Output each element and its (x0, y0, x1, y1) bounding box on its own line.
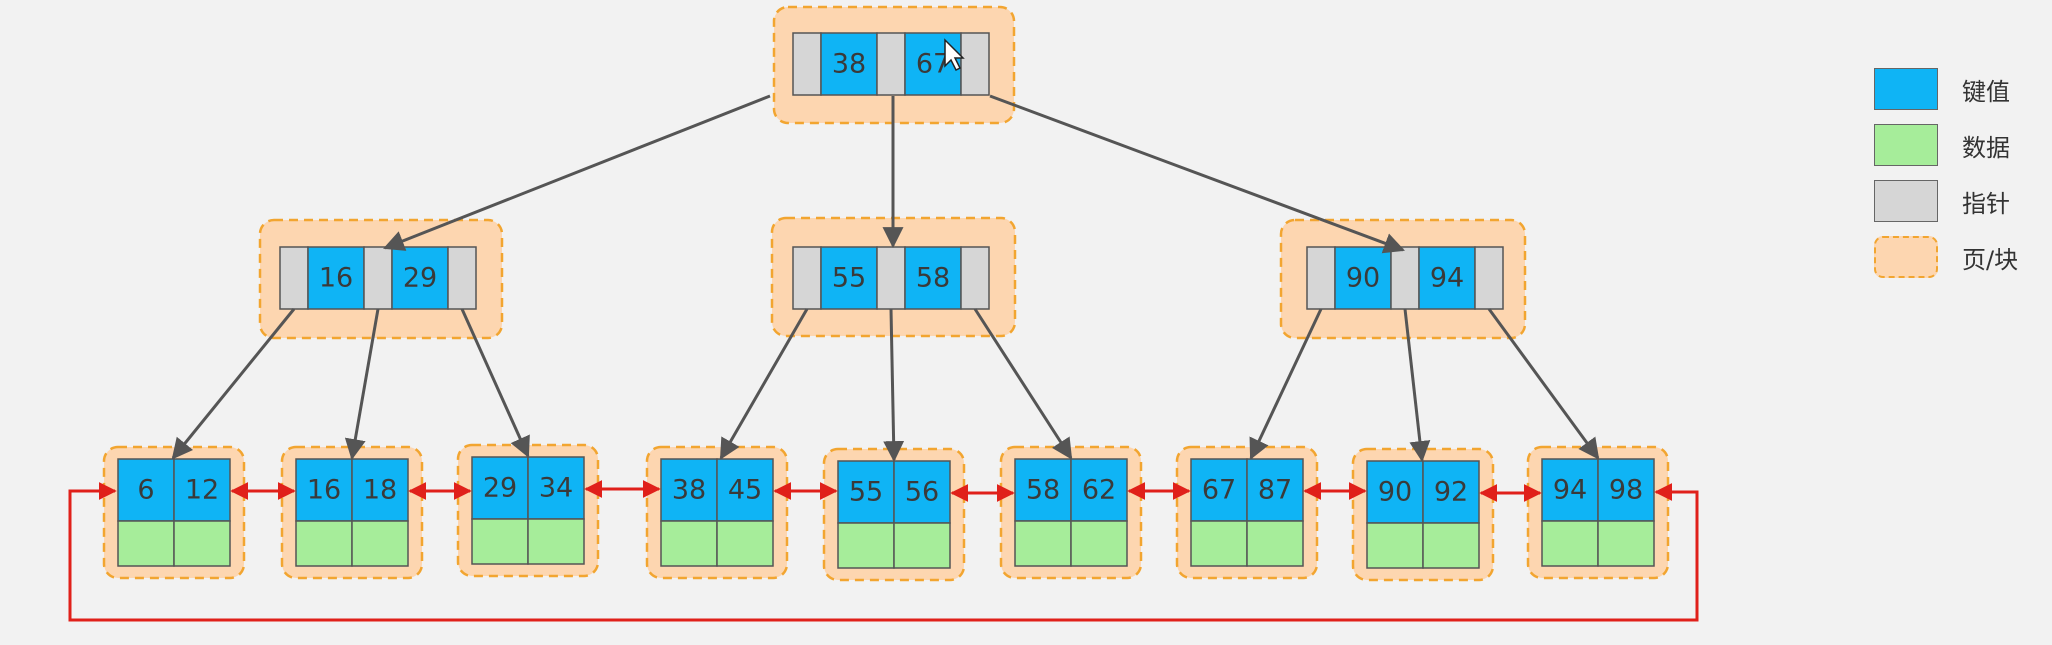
legend-item-key: 键值 (1874, 68, 2018, 110)
leaf-node-3-key-1-label: 29 (483, 473, 517, 504)
internal-node-3-pointer-1 (1306, 246, 1336, 310)
arrow-internal-2-to-leaf-5 (883, 308, 905, 463)
leaf-node-2-data-2 (351, 520, 409, 567)
leaf-node-8-key-1-label: 90 (1378, 477, 1412, 508)
leaf-node-1-data-2 (173, 520, 231, 567)
internal-node-1-pointer-1 (279, 246, 309, 310)
leaf-node-4-data-1 (660, 520, 718, 567)
leaf-node-5-data-1 (837, 522, 895, 569)
arrow-internal-2-to-leaf-4 (719, 308, 809, 460)
leaf-node-7-data-2 (1246, 520, 1304, 567)
legend-key-label: 键值 (1962, 77, 2010, 106)
leaf-node-9-key-2-label: 98 (1609, 475, 1643, 506)
root-node-pointer-1 (792, 32, 822, 96)
pointer-arrows (171, 94, 1600, 463)
leaf-node-7-key-2-label: 87 (1258, 475, 1292, 506)
internal-node-3-pointer-3 (1474, 246, 1504, 310)
internal-node-1-key-2 (391, 246, 449, 310)
internal-node-3-pointer-2 (1390, 246, 1420, 310)
arrow-internal-3-to-leaf-9 (1487, 308, 1600, 460)
internal-node-2-key-2 (904, 246, 962, 310)
internal-node-3-key-2 (1418, 246, 1476, 310)
legend-item-page: 页/块 (1874, 236, 2018, 278)
internal-node-1-pointer-3 (447, 246, 477, 310)
leaf-node-3-key-2-label: 34 (539, 473, 573, 504)
internal-node-3-key-1 (1334, 246, 1392, 310)
legend-page-label: 页/块 (1962, 245, 2019, 274)
leaf-node-6-data-1 (1014, 520, 1072, 567)
internal-node-1-key-1-label: 16 (319, 263, 353, 294)
internal-node-3-key-2-label: 94 (1430, 263, 1464, 294)
internal-node-2-pointer-3 (960, 246, 990, 310)
internal-node-2-key-1-label: 55 (832, 263, 866, 294)
legend: 键值 数据 指针 页/块 (1874, 68, 2018, 292)
legend-item-data: 数据 (1874, 124, 2018, 166)
internal-node-3-key-1-label: 90 (1346, 263, 1380, 294)
internal-node-2-key-1 (820, 246, 878, 310)
leaf-node-9-key-1-label: 94 (1553, 475, 1587, 506)
leaf-node-4-key-2-label: 45 (728, 475, 762, 506)
legend-key-swatch (1874, 68, 1938, 110)
internal-node-1-key-1 (307, 246, 365, 310)
leaf-node-2-key-1-label: 16 (307, 475, 341, 506)
legend-data-label: 数据 (1962, 133, 2010, 162)
leaf-node-8-key-2-label: 92 (1434, 477, 1468, 508)
arrow-internal-3-to-leaf-8 (1403, 308, 1431, 463)
arrow-internal-1-to-leaf-1 (171, 308, 296, 460)
internal-node-1-pointer-2 (363, 246, 393, 310)
leaf-node-7-data-1 (1190, 520, 1248, 567)
leaf-node-4-key-1-label: 38 (672, 475, 706, 506)
arrow-internal-2-to-leaf-6 (973, 308, 1073, 460)
legend-item-pointer: 指针 (1874, 180, 2018, 222)
leaf-node-5-data-2 (893, 522, 951, 569)
leaf-node-8-data-2 (1422, 522, 1480, 569)
leaf-node-2-data-1 (295, 520, 353, 567)
arrow-internal-3-to-leaf-7 (1249, 308, 1323, 460)
internal-node-2-pointer-2 (876, 246, 906, 310)
leaf-node-5-key-1-label: 55 (849, 477, 883, 508)
internal-node-2-pointer-1 (792, 246, 822, 310)
arrow-internal-1-to-leaf-3 (460, 308, 530, 458)
mouse-cursor-icon (944, 38, 965, 72)
root-node-pointer-2 (876, 32, 906, 96)
root-node-key-1-label: 38 (832, 49, 866, 80)
arrow-root-to-internal-1 (383, 94, 771, 251)
root-node-key-1 (820, 32, 878, 96)
legend-pointer-label: 指针 (1962, 189, 2010, 218)
leaf-node-4-data-2 (716, 520, 774, 567)
leaf-node-7-key-1-label: 67 (1202, 475, 1236, 506)
leaf-node-1-key-1-label: 6 (137, 475, 154, 506)
arrow-internal-1-to-leaf-2 (344, 308, 380, 461)
leaf-node-6-key-1-label: 58 (1026, 475, 1060, 506)
internal-node-2-key-2-label: 58 (916, 263, 950, 294)
leaf-node-9-data-2 (1597, 520, 1655, 567)
legend-pointer-swatch (1874, 180, 1938, 222)
legend-page-swatch (1874, 236, 1938, 278)
leaf-node-1-data-1 (117, 520, 175, 567)
leaf-node-3-data-1 (471, 518, 529, 565)
legend-data-swatch (1874, 124, 1938, 166)
leaf-node-8-data-1 (1366, 522, 1424, 569)
leaf-node-6-key-2-label: 62 (1082, 475, 1116, 506)
arrow-root-to-internal-3 (989, 94, 1405, 254)
internal-node-1-key-2-label: 29 (403, 263, 437, 294)
leaf-link-wraparound (68, 482, 1699, 622)
leaf-node-9-data-1 (1541, 520, 1599, 567)
leaf-node-1-key-2-label: 12 (185, 475, 219, 506)
leaf-node-3-data-2 (527, 518, 585, 565)
leaf-node-2-key-2-label: 18 (363, 475, 397, 506)
leaf-node-5-key-2-label: 56 (905, 477, 939, 508)
root-node-pointer-3 (960, 32, 990, 96)
leaf-node-6-data-2 (1070, 520, 1128, 567)
leaf-links (68, 480, 1699, 622)
